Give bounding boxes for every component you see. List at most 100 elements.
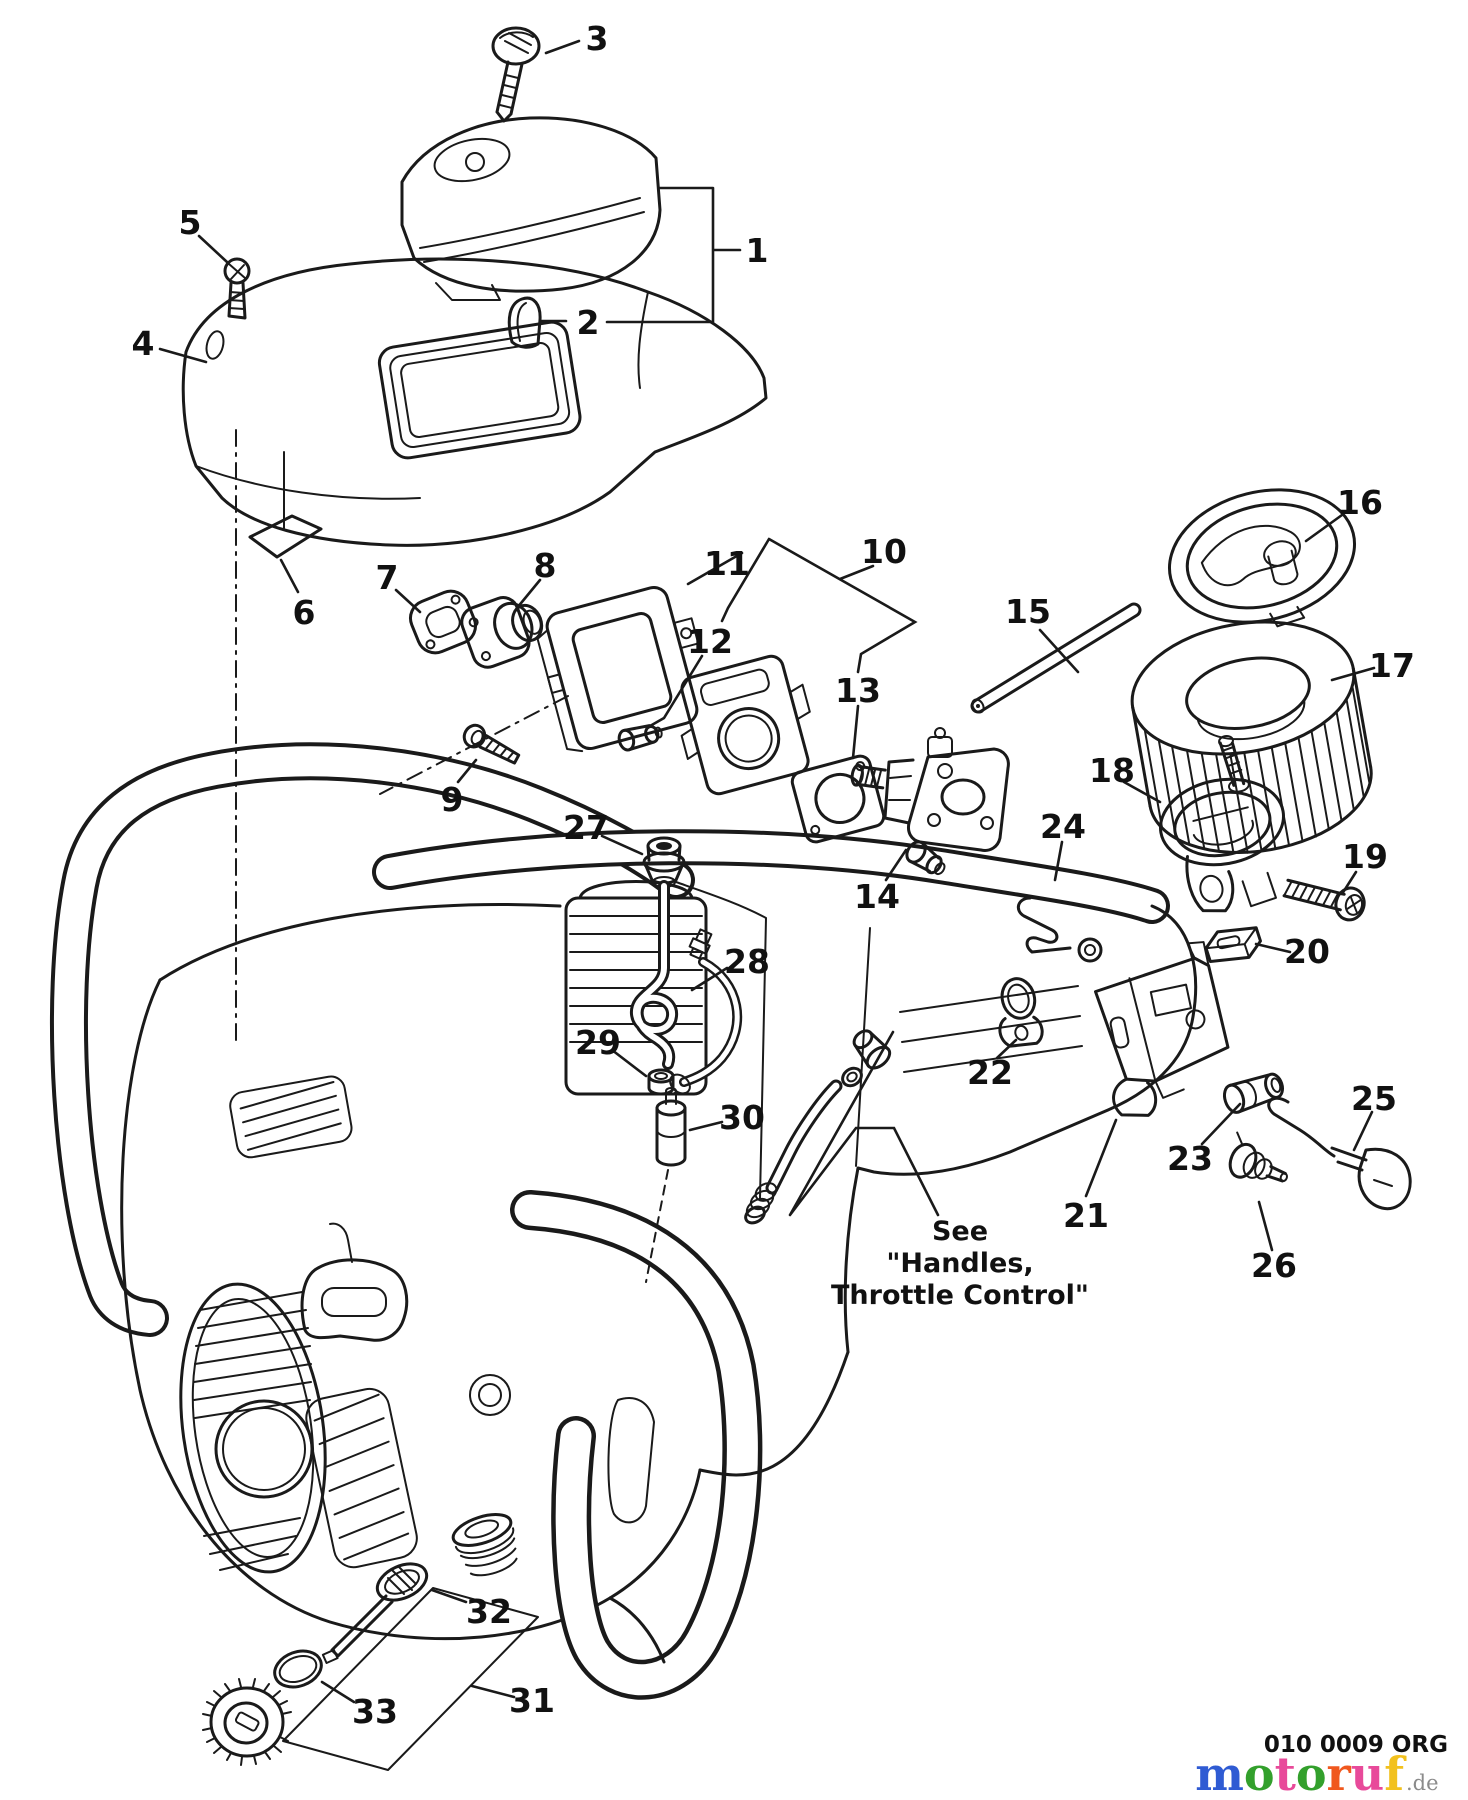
callout-15-leader (1038, 628, 1080, 674)
callout-label-2: 2 (577, 303, 600, 342)
part-22-clamp (998, 977, 1044, 1048)
logo-motoruf[interactable]: motoruf (1195, 1747, 1407, 1800)
callout-11-leader (686, 551, 744, 586)
part-18-filter-base (1159, 735, 1285, 913)
callout-29-leader (610, 1048, 648, 1078)
callout-label-13: 13 (835, 671, 881, 710)
callout-4-leader (158, 347, 208, 364)
note-line-1: See (932, 1216, 988, 1247)
callout-label-14: 14 (854, 877, 900, 916)
front-handle (49, 742, 695, 1337)
logo-suffix[interactable]: .de (1406, 1771, 1439, 1795)
part-8-intake-boot (460, 596, 544, 669)
part-20-bushing (1204, 926, 1262, 964)
fuel-pickup-assembly (744, 1029, 892, 1225)
chainsaw-body (49, 742, 1198, 1700)
callout-label-18: 18 (1089, 751, 1135, 790)
part-16-air-cleaner-lid (1167, 488, 1357, 628)
callout-label-25: 25 (1351, 1079, 1397, 1118)
callout-23-leader (1200, 1102, 1242, 1146)
part-4-engine-cover (181, 257, 768, 547)
callout-7-leader (394, 588, 422, 614)
body-bottom-edge (608, 1350, 850, 1664)
part-30-fuel-filter (645, 1087, 687, 1283)
part-6-label (248, 451, 323, 559)
part-31-cap-group (202, 1562, 539, 1771)
part-2-plug (507, 296, 542, 349)
callout-label-24: 24 (1040, 807, 1086, 846)
callout-32-leader (430, 1588, 468, 1604)
callout-8-leader (515, 578, 542, 610)
starter-grip (300, 1222, 409, 1342)
spark-plug (688, 928, 713, 960)
callout-28-leader (690, 966, 729, 992)
callout-label-31: 31 (509, 1681, 555, 1720)
callout-label-11: 11 (704, 544, 750, 583)
callout-label-29: 29 (575, 1023, 621, 1062)
callout-label-17: 17 (1369, 646, 1415, 685)
callout-label-7: 7 (376, 558, 399, 597)
callout-label-12: 12 (687, 622, 733, 661)
engine-cylinder (564, 880, 708, 1096)
part-25-choke-knob (1267, 1096, 1412, 1211)
part-1-air-cleaner-cover (400, 116, 662, 301)
callout-10-bracket (720, 537, 918, 674)
part-28-fuel-line (630, 880, 678, 1070)
shroud-vents (229, 1075, 353, 1159)
part-5-screw (223, 257, 251, 320)
side-vent-grid (305, 1387, 418, 1569)
callout-20-leader (1254, 942, 1292, 954)
callout-17-leader (1330, 666, 1376, 682)
callout-6-leader (279, 558, 300, 594)
part-33-o-ring (273, 1649, 323, 1689)
callout-label-27: 27 (563, 808, 609, 847)
plug-wire (669, 957, 743, 1095)
part-13-gasket (790, 754, 886, 844)
callout-24-leader (1053, 840, 1064, 882)
callout-16-leader (1304, 513, 1344, 543)
part-21-bracket (1093, 941, 1230, 1117)
callout-label-3: 3 (586, 19, 609, 58)
body-top-edge (158, 903, 562, 982)
callout-label-21: 21 (1063, 1196, 1109, 1235)
body-boss (469, 1374, 511, 1416)
part-24-choke-rod (1016, 896, 1103, 963)
callout-label-15: 15 (1005, 592, 1051, 631)
callout-label-32: 32 (466, 1592, 512, 1631)
leader-lines (158, 39, 1376, 1704)
part-31-oil-cap (202, 1678, 292, 1766)
callout-label-1: 1 (746, 231, 769, 270)
callout-14-leader (884, 848, 908, 882)
callout-3-leader (544, 39, 581, 55)
callout-25-leader (1352, 1110, 1374, 1152)
rear-handle (510, 1190, 763, 1700)
part-23-spool (1222, 1072, 1284, 1114)
callout-label-33: 33 (352, 1692, 398, 1731)
part-code: 010 0009 ORG (1264, 1732, 1448, 1758)
note-leaders (788, 1030, 940, 1217)
callout-1-bracket (605, 186, 742, 324)
note-line-3: Throttle Control" (831, 1280, 1089, 1311)
callout-22-leader (995, 1038, 1018, 1060)
part-11-plate (536, 585, 700, 753)
body-right-edge (843, 904, 1198, 1354)
callout-13-leader (851, 704, 860, 760)
callout-label-10: 10 (861, 532, 907, 571)
callout-31-leader (470, 1684, 516, 1699)
callout-12-leader (648, 654, 704, 728)
callout-label-22: 22 (967, 1053, 1013, 1092)
callout-5-leader (197, 234, 229, 264)
part-7-gasket (409, 589, 477, 655)
callout-27-leader (600, 834, 644, 856)
part-32-dipstick (321, 1562, 429, 1665)
callout-21-leader (1084, 1118, 1118, 1198)
callout-19-leader (1340, 870, 1358, 896)
part-19-screw (1282, 878, 1366, 922)
part-26-switch (1228, 1131, 1288, 1183)
part-15-fuel-pipe (970, 602, 1142, 714)
part-14-carburetor (850, 727, 1010, 876)
callout-label-23: 23 (1167, 1139, 1213, 1178)
callout-33-leader (320, 1680, 356, 1704)
